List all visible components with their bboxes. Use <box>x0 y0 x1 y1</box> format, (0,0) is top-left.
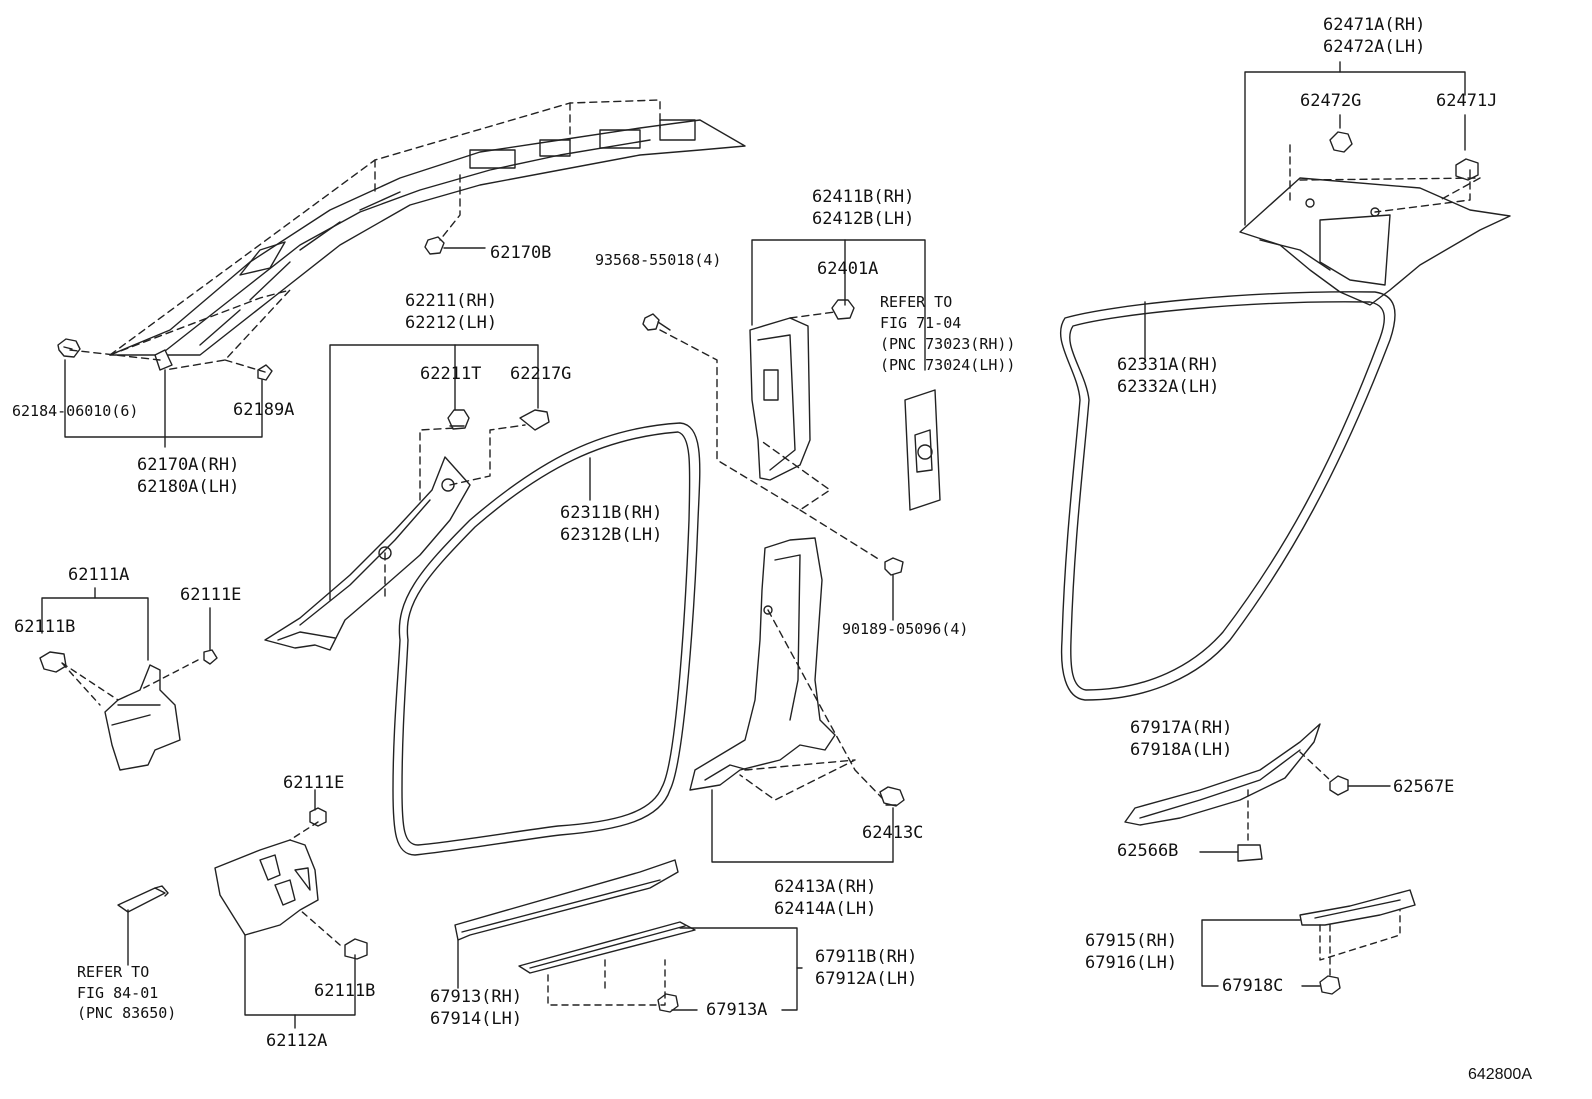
clip-62566b-icon <box>1199 844 1263 862</box>
label-67915[interactable]: 67915(RH) 67916(LH) <box>1085 931 1178 973</box>
label-62189a[interactable]: 62189A <box>233 400 295 420</box>
clip-62413c-icon <box>879 786 905 807</box>
label-62471a[interactable]: 62471A(RH) 62472A(LH) <box>1323 15 1426 57</box>
label-62411b[interactable]: 62411B(RH) 62412B(LH) <box>812 187 915 229</box>
front-scuff-label-leaders <box>457 927 803 1011</box>
rear-pillar-trim-part <box>1124 723 1321 826</box>
center-pillar-dashed-guides <box>659 311 881 561</box>
label-67917a[interactable]: 67917A(RH) 67918A(LH) <box>1130 718 1233 760</box>
label-62170b[interactable]: 62170B <box>490 243 552 263</box>
front-scuff-dashed-guides <box>547 959 666 1006</box>
clip-62184-icon <box>57 338 81 358</box>
figure-id: 642800A <box>1467 1066 1532 1083</box>
lower-pillar-dashed-guides <box>739 609 883 801</box>
bolt-93568-icon <box>642 313 671 331</box>
label-62331a[interactable]: 62331A(RH) 62332A(LH) <box>1117 355 1220 397</box>
pillar-label-leaders <box>329 344 539 601</box>
kick-panel-part <box>214 839 319 936</box>
hinge-pin-ref-icon <box>117 885 169 913</box>
label-62211[interactable]: 62211(RH) 62212(LH) <box>405 291 498 333</box>
label-62211t[interactable]: 62211T <box>420 364 482 384</box>
rear-scuff-label-leaders <box>1201 919 1301 987</box>
kick-panel-label-leaders <box>127 789 356 1029</box>
label-62471j[interactable]: 62471J <box>1436 91 1498 111</box>
kick-panel-dashed-guides <box>289 821 341 946</box>
label-62112a[interactable]: 62112A <box>266 1031 328 1051</box>
label-67913[interactable]: 67913(RH) 67914(LH) <box>430 987 523 1029</box>
label-90189-05096[interactable]: 90189-05096(4) <box>842 620 969 638</box>
pnc-83650: (PNC 83650) <box>77 1004 177 1022</box>
label-62217g[interactable]: 62217G <box>510 364 572 384</box>
label-62170a[interactable]: 62170A(RH) 62180A(LH) <box>137 455 240 497</box>
center-pillar-lower-garnish-part <box>689 537 836 791</box>
clip-62111e-upper-icon <box>203 649 218 665</box>
center-pillar-label-leaders <box>751 239 926 371</box>
roof-label-leaders <box>64 359 263 448</box>
label-62184-06010[interactable]: 62184-06010(6) <box>12 402 139 420</box>
label-62311b[interactable]: 62311B(RH) 62312B(LH) <box>560 503 663 545</box>
roof-side-garnish-part <box>109 119 746 371</box>
label-62413c[interactable]: 62413C <box>862 823 924 843</box>
front-pillar-garnish-part <box>264 456 471 651</box>
center-pillar-upper-garnish-part <box>749 317 811 481</box>
clip-62211t-icon <box>447 409 470 430</box>
label-62566b[interactable]: 62566B <box>1117 841 1179 861</box>
bolt-62170b-icon <box>424 236 486 255</box>
lower-pillar-label-leaders <box>711 574 894 863</box>
clip-62471j-icon <box>1455 158 1479 181</box>
pillar-dashed-guides <box>384 424 526 601</box>
pnc-73023-73024: (PNC 73023(RH)) (PNC 73024(LH)) <box>880 335 1016 374</box>
clip-62217g-icon <box>519 409 550 431</box>
label-62111e-upper[interactable]: 62111E <box>180 585 242 605</box>
clip-62401a-icon <box>831 299 855 320</box>
label-67913a[interactable]: 67913A <box>706 1000 768 1020</box>
front-door-weatherstrip-part <box>392 422 701 856</box>
roof-garnish-dashed-guides <box>69 99 661 373</box>
clip-62567e-icon <box>1329 775 1391 796</box>
refer-fig-71-04: REFER TO FIG 71-04 <box>880 293 962 332</box>
rear-pillar-dashed-guides <box>1247 751 1331 841</box>
cowl-dashed-guides <box>61 659 199 706</box>
cowl-label-leaders <box>41 587 211 661</box>
label-62111e-lower[interactable]: 62111E <box>283 773 345 793</box>
clip-62472g-icon <box>1329 131 1353 153</box>
cowl-side-trim-part <box>104 664 181 771</box>
clip-62111b-lower-icon <box>344 938 368 960</box>
label-67918c[interactable]: 67918C <box>1222 976 1284 996</box>
label-62111a[interactable]: 62111A <box>68 565 130 585</box>
refer-fig-84-01: REFER TO FIG 84-01 <box>77 963 159 1002</box>
rear-scuff-plate-part <box>1299 889 1416 926</box>
label-62472g[interactable]: 62472G <box>1300 91 1362 111</box>
clip-62189a-icon <box>257 364 273 381</box>
label-62567e[interactable]: 62567E <box>1393 777 1455 797</box>
label-93568-55018[interactable]: 93568-55018(4) <box>595 251 722 269</box>
label-62401a[interactable]: 62401A <box>817 259 879 279</box>
clip-62111b-upper-icon <box>39 651 67 673</box>
label-62111b-lower[interactable]: 62111B <box>314 981 376 1001</box>
quarter-trim-label-leaders <box>1244 61 1466 226</box>
front-scuff-plate-part <box>454 859 696 974</box>
label-62111b-upper[interactable]: 62111B <box>14 617 76 637</box>
rear-door-weatherstrip-part <box>1059 291 1396 701</box>
quarter-trim-dashed-guides <box>1289 144 1481 213</box>
seatbelt-ref-panel-part <box>904 389 941 511</box>
rear-scuff-dashed-guides <box>1319 909 1401 976</box>
label-62413a[interactable]: 62413A(RH) 62414A(LH) <box>774 877 877 919</box>
clip-67913a-icon <box>657 993 679 1013</box>
clip-90189-icon <box>884 557 904 576</box>
clip-62111e-lower-icon <box>309 807 327 827</box>
clip-67918c-icon <box>1301 975 1341 995</box>
label-67911b[interactable]: 67911B(RH) 67912A(LH) <box>815 947 918 989</box>
